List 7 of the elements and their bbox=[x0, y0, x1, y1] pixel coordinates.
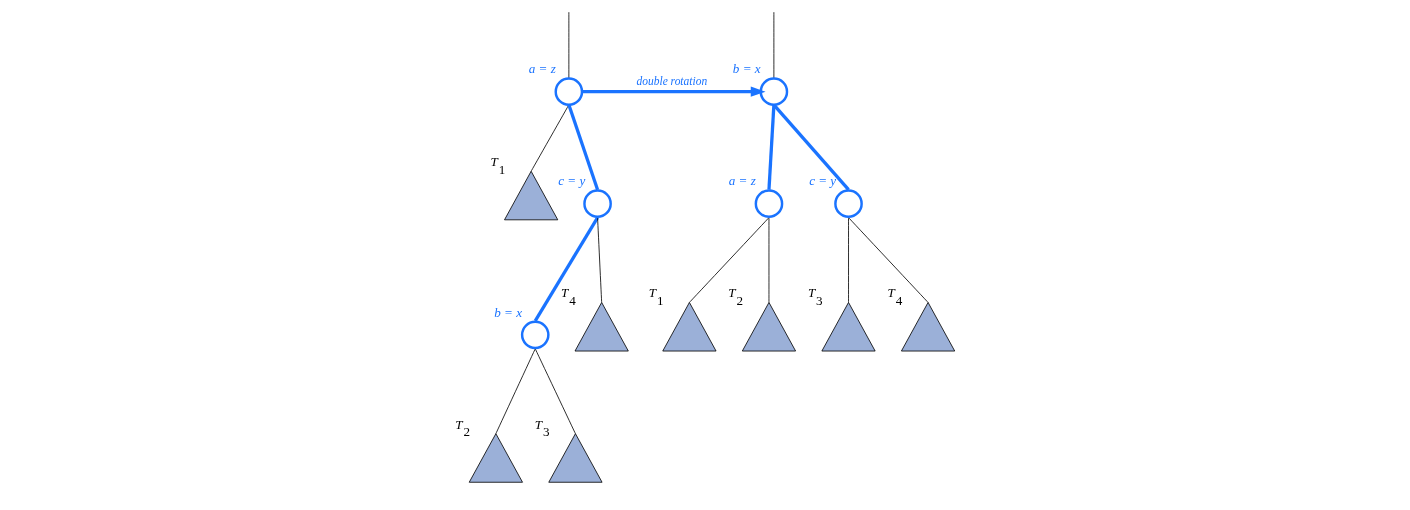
node-label: c = y bbox=[558, 173, 586, 189]
node-label: c = y bbox=[809, 173, 837, 189]
node-label: a = z bbox=[528, 61, 556, 77]
node-label: a = z bbox=[728, 173, 756, 189]
edge-label: double rotation bbox=[636, 75, 708, 88]
node-label: b = x bbox=[732, 61, 761, 77]
node-label: b = x bbox=[494, 304, 523, 320]
